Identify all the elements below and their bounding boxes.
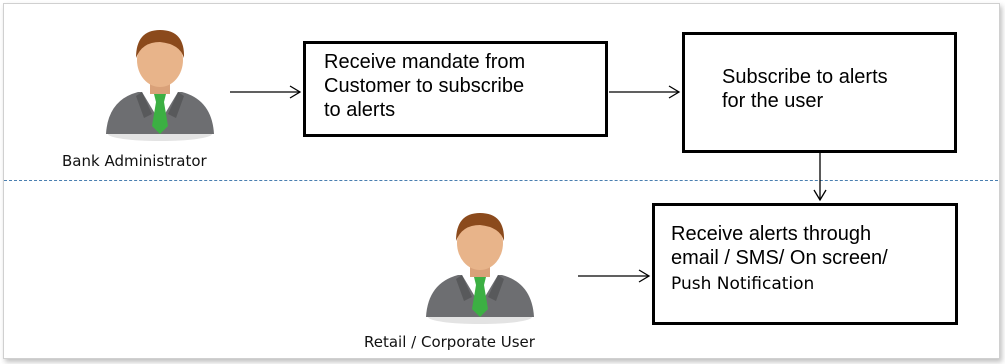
step-receive-mandate-line-3: to alerts: [324, 99, 396, 121]
arrow-subscribe-to-alerts: [813, 153, 827, 202]
arrow-admin-to-mandate: [230, 85, 302, 99]
arrow-mandate-to-subscribe: [609, 85, 681, 99]
step-receive-alerts-line-2: email / SMS/ On screen/: [671, 247, 888, 269]
bank-admin-label: Bank Administrator: [62, 152, 207, 170]
retail-user-label: Retail / Corporate User: [364, 333, 535, 351]
person-avatar-icon: [106, 30, 214, 141]
arrow-user-to-alerts: [578, 269, 651, 283]
step-receive-mandate-line-1: Receive mandate from: [324, 51, 526, 73]
step-subscribe-line-2: for the user: [722, 90, 824, 112]
retail-user-avatar: [412, 205, 548, 325]
person-avatar-icon: [426, 213, 534, 324]
step-receive-alerts-line-3: Push Notification: [671, 274, 815, 294]
step-subscribe-line-1: Subscribe to alerts: [722, 66, 888, 88]
step-receive-mandate-box: Receive mandate from Customer to subscri…: [303, 41, 608, 137]
step-receive-alerts-line-1: Receive alerts through: [671, 223, 872, 245]
step-receive-mandate-line-2: Customer to subscribe: [324, 75, 525, 97]
step-subscribe-box: Subscribe to alerts for the user: [682, 32, 957, 153]
swimlane-divider: [4, 180, 998, 181]
bank-admin-avatar: [92, 22, 228, 142]
step-receive-alerts-box: Receive alerts through email / SMS/ On s…: [652, 203, 958, 325]
